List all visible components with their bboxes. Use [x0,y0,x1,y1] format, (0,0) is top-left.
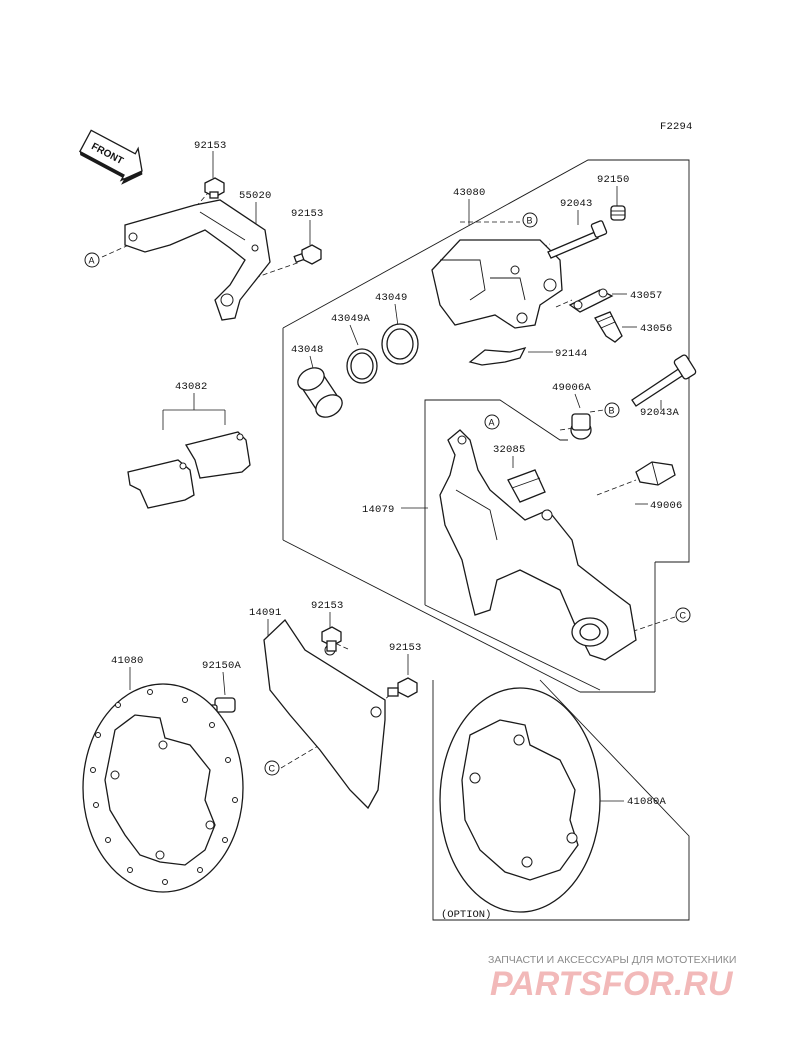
svg-text:A: A [489,418,495,428]
label-43082: 43082 [175,381,208,393]
brake-disc-41080 [82,683,244,893]
bolt-92153-low [321,626,342,652]
svg-text:A: A [89,256,95,266]
label-92153-mid: 92153 [291,208,324,220]
disc-guard-14091 [263,618,386,810]
label-92153-bot: 92153 [389,642,422,654]
spring-92144 [468,347,527,366]
svg-text:B: B [527,216,533,226]
pin-92043 [547,220,608,259]
label-43057: 43057 [630,290,663,302]
seal-43049 [381,323,419,365]
label-43056: 43056 [640,323,673,335]
label-92043A: 92043A [640,407,680,419]
ref-a-right: A [484,414,500,430]
watermark-logo: PARTSFOR.RU [490,965,734,1003]
option-label: (OPTION) [441,909,491,921]
sleeve-49006A [570,413,592,440]
brake-pads-43082 [127,431,251,509]
label-92150A: 92150A [202,660,242,672]
bracket-55020 [124,199,271,321]
ref-c-bottom: C [264,760,280,776]
watermark-line1: ЗАПЧАСТИ И АКСЕССУАРЫ ДЛЯ МОТОТЕХНИКИ [488,954,736,966]
label-92043: 92043 [560,198,593,210]
label-14079: 14079 [362,504,395,516]
label-92153-top: 92153 [194,140,227,152]
label-49006: 49006 [650,500,683,512]
watermark: ЗАПЧАСТИ И АКСЕССУАРЫ ДЛЯ МОТОТЕХНИКИ PA… [488,954,736,1003]
label-41080A: 41080A [627,796,667,808]
label-14091: 14091 [249,607,282,619]
reference-markers: A B B A C C [84,212,691,776]
label-43048: 43048 [291,344,324,356]
label-32085: 32085 [493,444,526,456]
label-92144: 92144 [555,348,588,360]
label-43049: 43049 [375,292,408,304]
svg-text:C: C [680,611,687,621]
plug-92150 [610,205,626,221]
seal-43049A [346,348,378,384]
label-92153-low: 92153 [311,600,344,612]
ref-a-left: A [84,252,100,268]
caliper-43080 [431,239,563,329]
bolt-49006 [635,461,676,486]
bolt-92153-bot [387,677,418,698]
front-arrow-icon: FRONT [78,129,143,185]
svg-text:B: B [609,406,615,416]
part-labels: F2294 92153 55020 92153 43080 92150 9204… [111,121,693,921]
svg-text:C: C [269,764,276,774]
label-41080: 41080 [111,655,144,667]
label-43080: 43080 [453,187,486,199]
figure-code: F2294 [660,121,693,133]
ref-b-right: B [604,402,620,418]
label-49006A: 49006A [552,382,592,394]
bleeder-43056 [594,311,623,343]
bolt-92153-top [204,177,225,199]
ref-b-top: B [522,212,538,228]
cap-43057 [568,288,614,313]
caliper-assembly-frame [282,159,690,693]
pad-spring-32085 [507,469,546,503]
leader-lines [101,151,676,802]
bolt-92153-mid [293,244,322,265]
label-43049A: 43049A [331,313,371,325]
pin-92043A [631,354,697,407]
option-disc-frame [432,679,690,921]
caliper-bracket-14079 [439,429,637,661]
piston-43048 [297,367,343,418]
label-55020: 55020 [239,190,272,202]
brake-disc-41080A [439,687,601,913]
ref-c-right: C [675,607,691,623]
label-92150: 92150 [597,174,630,186]
